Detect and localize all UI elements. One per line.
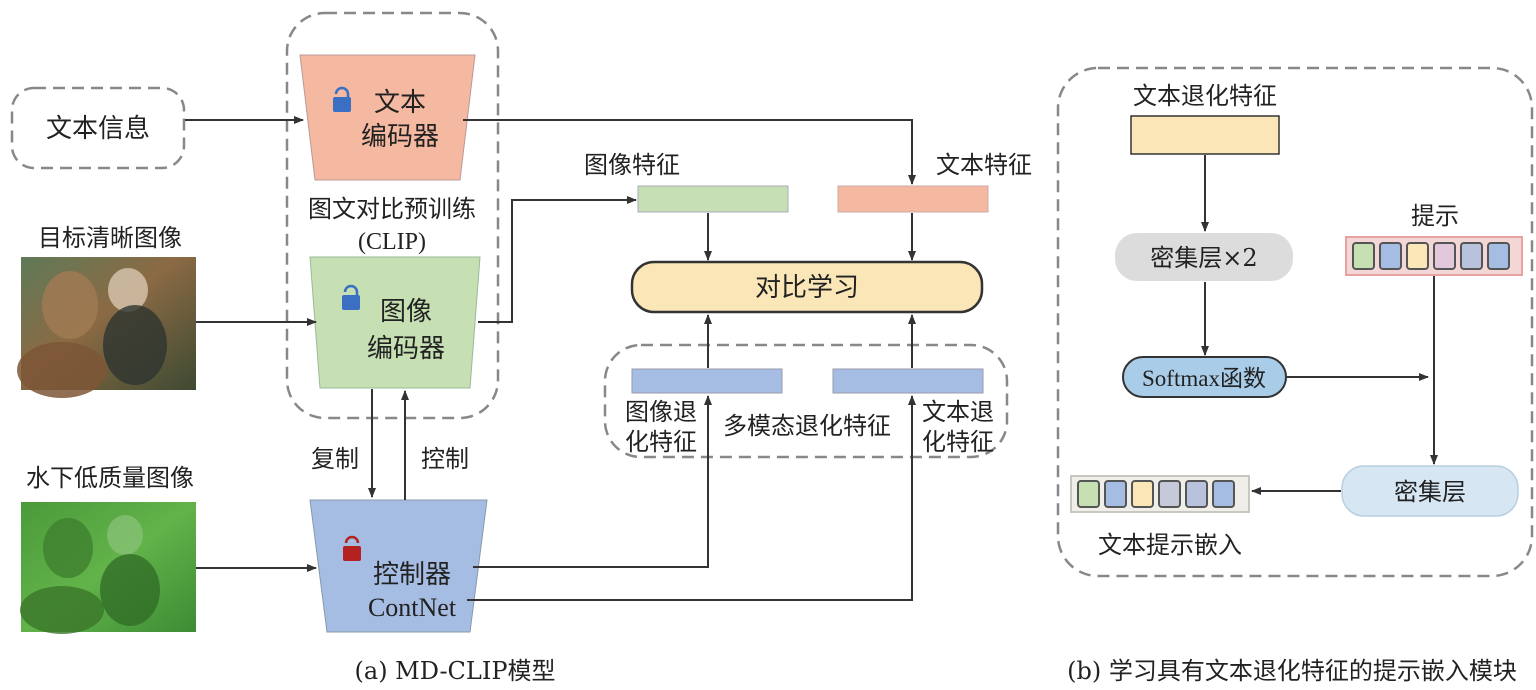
text-encoder-label-2: 编码器 <box>361 122 439 152</box>
underwater-image-label: 水下低质量图像 <box>26 464 194 492</box>
control-label: 控制 <box>421 445 469 473</box>
prompt-cell-6 <box>1487 242 1510 270</box>
text-feature-bar <box>837 185 989 213</box>
embedding-cell-1 <box>1077 480 1100 508</box>
controller-unlocked-icon <box>343 535 361 561</box>
panel-a-arrows <box>185 116 916 601</box>
clip-group-border <box>285 11 500 420</box>
b-dense-box <box>1341 465 1519 517</box>
b-prompt-vector <box>1345 236 1523 276</box>
image-feature-bar <box>637 185 789 213</box>
underwater-image <box>20 502 196 634</box>
text-encoder-label-1: 文本 <box>374 88 426 118</box>
clip-label-1: 图文对比预训练 <box>308 195 476 223</box>
text-feature-label: 文本特征 <box>936 151 1032 179</box>
multimodal-group-border <box>603 343 1009 459</box>
contrastive-learning-label: 对比学习 <box>755 273 859 303</box>
image-encoder-block <box>309 256 481 389</box>
image-degradation-label-2: 化特征 <box>625 428 697 456</box>
b-text-prompt-embedding-label: 文本提示嵌入 <box>1098 531 1242 559</box>
embedding-cell-2 <box>1104 480 1127 508</box>
b-text-degradation-bar <box>1130 115 1280 155</box>
panel-b-group-border <box>1056 66 1534 578</box>
b-dense-label: 密集层 <box>1394 478 1466 506</box>
image-encoder-label-1: 图像 <box>380 297 432 327</box>
multimodal-degradation-label: 多模态退化特征 <box>723 412 891 440</box>
text-degradation-bar <box>832 368 984 394</box>
b-prompt-label: 提示 <box>1411 202 1459 230</box>
embedding-cell-6 <box>1212 480 1235 508</box>
text-info-box <box>10 86 186 170</box>
contrastive-learning-box <box>630 260 984 314</box>
caption-panel-a: (a) MD-CLIP模型 <box>355 657 556 685</box>
prompt-cell-5 <box>1460 242 1483 270</box>
image-encoder-label-2: 编码器 <box>367 334 445 364</box>
arrow-controller-to-text-degradation <box>467 395 916 601</box>
embedding-cell-5 <box>1185 480 1208 508</box>
controller-label-1: 控制器 <box>373 560 451 590</box>
target-image-label: 目标清晰图像 <box>38 224 182 252</box>
b-softmax-label: Softmax函数 <box>1142 366 1266 391</box>
controller-label-2: ContNet <box>368 593 457 622</box>
text-degradation-label-2: 化特征 <box>922 428 994 456</box>
target-image <box>17 257 196 398</box>
b-dense-x2-label: 密集层×2 <box>1150 244 1257 272</box>
caption-panel-b: (b) 学习具有文本退化特征的提示嵌入模块 <box>1067 657 1517 685</box>
image-encoder-lock-icon <box>342 284 360 310</box>
prompt-cell-4 <box>1433 242 1456 270</box>
arrow-text-encoder-to-feature <box>463 119 916 185</box>
image-degradation-label-1: 图像退 <box>625 398 697 426</box>
image-degradation-bar <box>631 368 783 394</box>
text-encoder-block <box>299 54 476 181</box>
embedding-cell-4 <box>1158 480 1181 508</box>
b-text-degradation-label: 文本退化特征 <box>1133 82 1277 110</box>
text-encoder-lock-icon <box>333 86 351 112</box>
panel-b-arrows <box>1201 155 1438 495</box>
prompt-cell-1 <box>1352 242 1375 270</box>
b-softmax-box <box>1122 356 1287 398</box>
embedding-cell-3 <box>1131 480 1154 508</box>
prompt-cell-2 <box>1379 242 1402 270</box>
b-text-prompt-embedding-vector <box>1070 475 1250 513</box>
prompt-cell-3 <box>1406 242 1429 270</box>
arrow-image-encoder-to-feature <box>478 196 637 323</box>
controller-block <box>309 499 488 633</box>
image-feature-label: 图像特征 <box>584 151 680 179</box>
arrow-controller-to-image-degradation <box>473 395 712 568</box>
b-dense-x2-box <box>1115 233 1293 281</box>
text-info-label: 文本信息 <box>46 114 150 144</box>
copy-label: 复制 <box>311 445 359 473</box>
text-degradation-label-1: 文本退 <box>922 398 994 426</box>
clip-label-2: (CLIP) <box>358 229 426 255</box>
